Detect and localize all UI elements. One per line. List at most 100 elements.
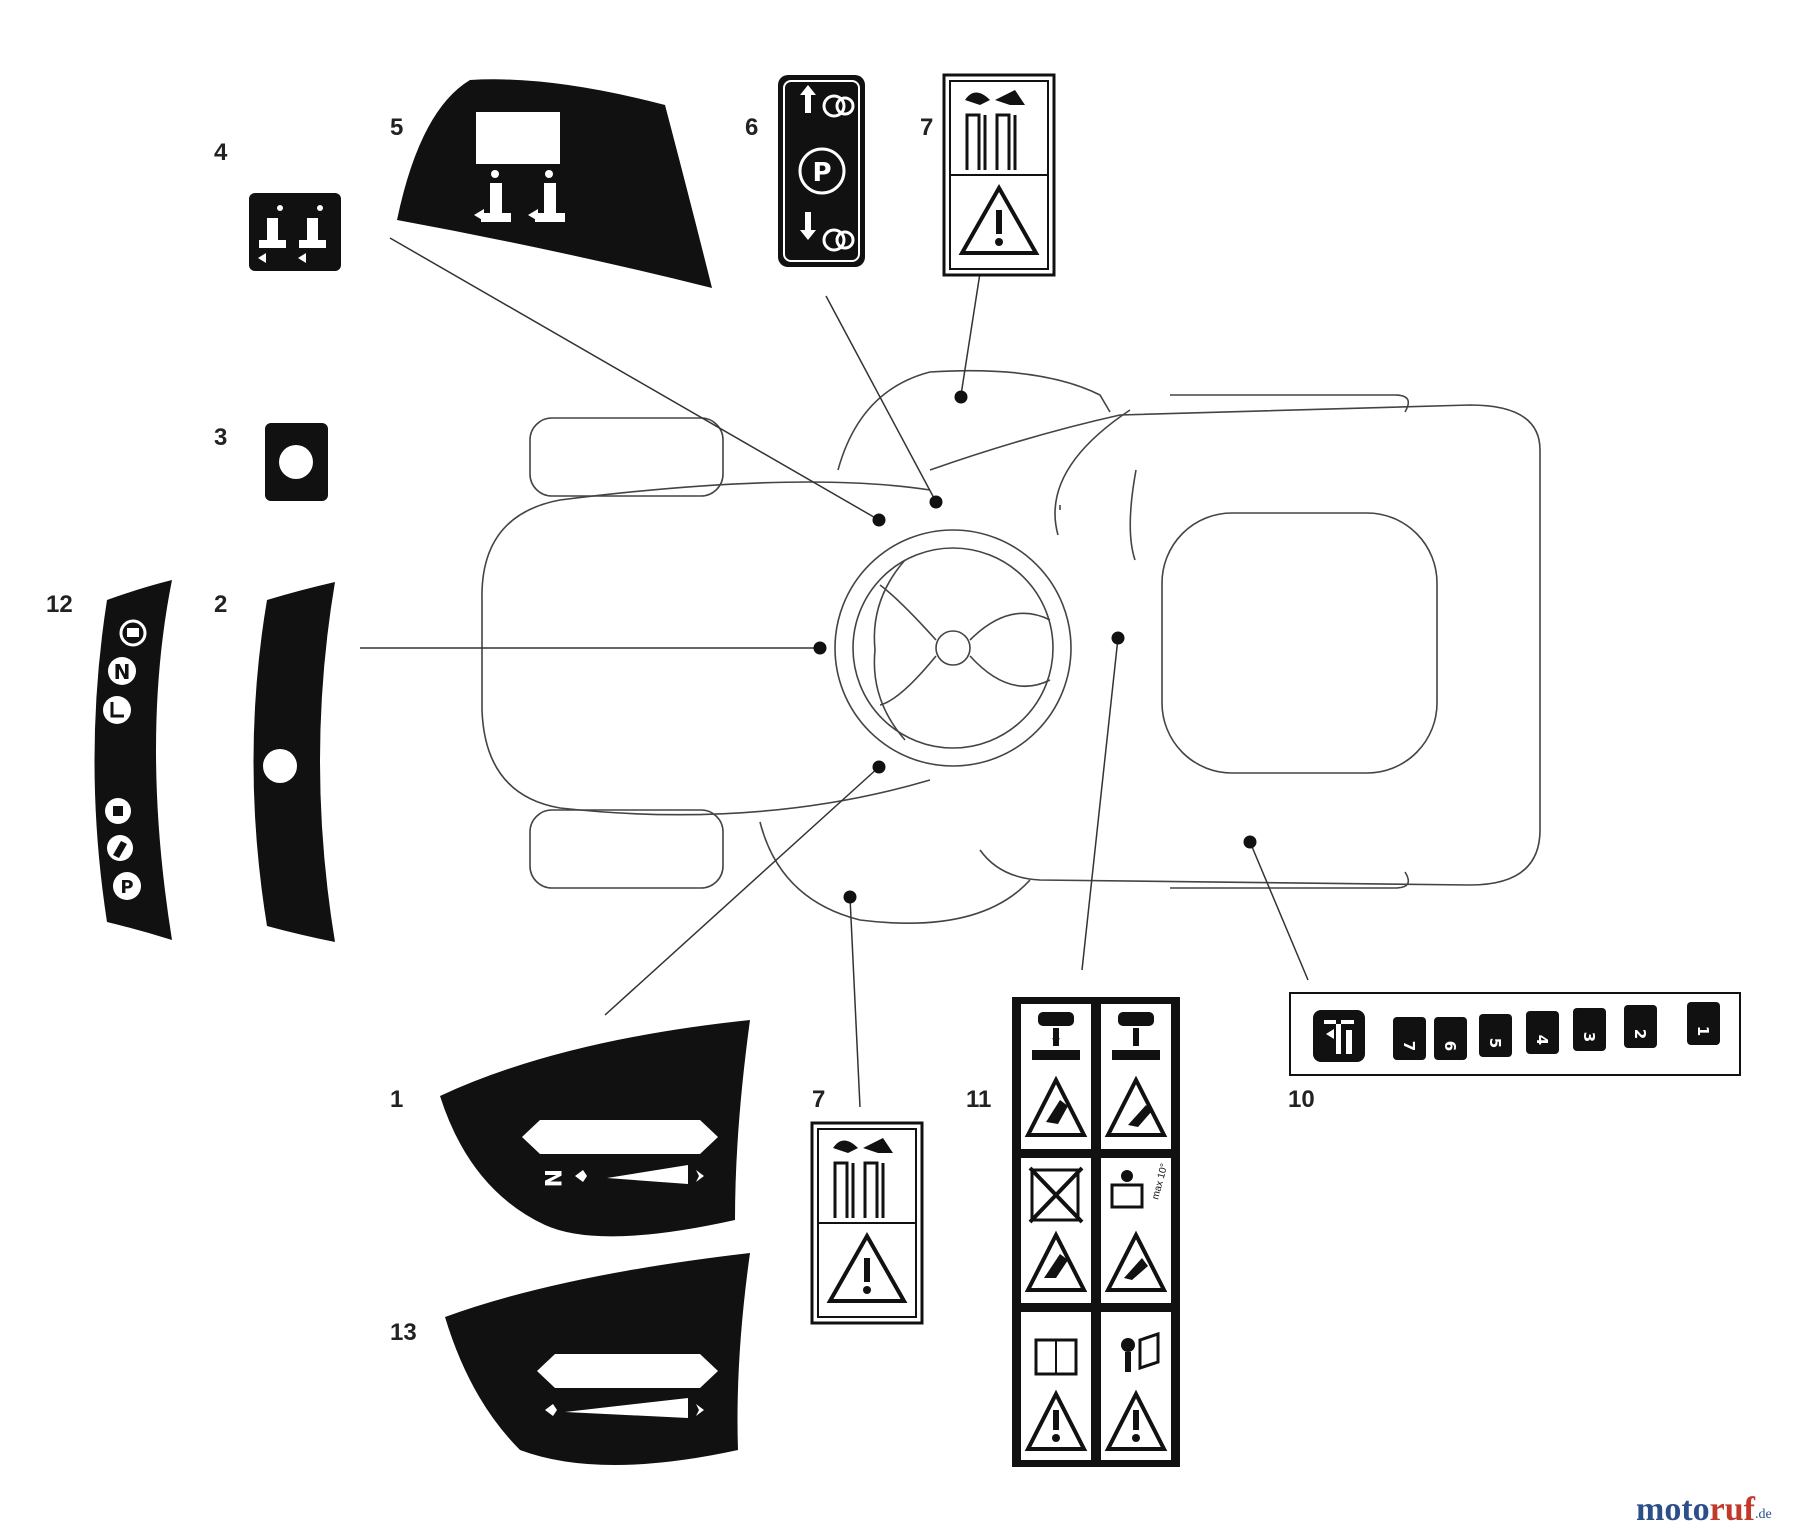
decal-12: N P <box>94 580 172 940</box>
fender-bottom <box>759 821 1031 925</box>
watermark-part-a: moto <box>1636 1491 1710 1528</box>
callout-10: 10 <box>1288 1086 1315 1113</box>
front-wheel-bottom <box>529 809 724 889</box>
neutral-icon: N <box>108 657 136 685</box>
steering-arc <box>873 559 906 741</box>
warning-triangle-icon-2 <box>826 1231 908 1303</box>
leader-lines <box>360 237 1309 1108</box>
leader-11 <box>1081 637 1119 971</box>
watermark-text: motoruf.de <box>1636 1491 1772 1528</box>
decal-7-bottom <box>810 1121 924 1325</box>
seat <box>1161 512 1438 774</box>
decal-4 <box>249 193 341 271</box>
manual-book-icon <box>1034 1338 1078 1376</box>
panel-row-1 <box>1021 1004 1171 1149</box>
parking-letter-12: P <box>120 877 133 898</box>
blade-hazard-triangle <box>1024 1075 1088 1137</box>
steering-wheel-inner <box>852 547 1054 749</box>
gear-number-boxes: 7 6 5 4 3 2 1 <box>1393 1002 1720 1060</box>
leader-1 <box>604 766 880 1016</box>
hand-hazard-triangle <box>1104 1075 1168 1137</box>
callout-numbers: 4 5 6 7 3 12 2 1 7 11 10 13 <box>46 114 1315 1346</box>
dot-1 <box>872 760 886 774</box>
gear-selector-icon <box>1313 1010 1365 1062</box>
read-manual-triangle <box>1024 1389 1088 1451</box>
callout-5: 5 <box>390 114 403 141</box>
throttle-lever-slot <box>522 1120 718 1154</box>
watermark: motoruf.de <box>1636 1491 1772 1528</box>
seat-icon <box>103 696 131 724</box>
runover-hazard-triangle <box>1024 1230 1088 1292</box>
decal-2-hole <box>263 749 297 783</box>
lever-up-icon <box>800 85 855 118</box>
mower-height-icon-large <box>474 170 565 222</box>
warning-triangle-icon <box>958 183 1040 255</box>
decal-11: max 10° <box>1012 997 1180 1467</box>
decal-3 <box>265 423 328 501</box>
dot-11 <box>1111 631 1125 645</box>
remove-key-icon <box>1121 1331 1160 1372</box>
parking-icon-12: P <box>113 872 141 900</box>
lift-lever-icon-2 <box>833 1138 893 1218</box>
gear-6-label: 6 <box>1441 1041 1459 1051</box>
gear-3-label: 3 <box>1580 1032 1598 1042</box>
steering-spokes <box>879 584 1051 706</box>
throttle-lever-slot-13 <box>537 1354 718 1388</box>
panel-row-2: max 10° <box>1021 1158 1171 1303</box>
callout-2: 2 <box>214 591 227 618</box>
hood <box>481 481 931 816</box>
dot-7-bottom <box>843 890 857 904</box>
lever-down-icon <box>800 212 855 252</box>
decal-10: 7 6 5 4 3 2 1 <box>1289 992 1741 1076</box>
parking-letter-6: P <box>812 158 831 188</box>
dot-6 <box>929 495 943 509</box>
callout-11: 11 <box>966 1086 991 1113</box>
leader-10 <box>1249 841 1309 981</box>
watermark-part-b: ruf <box>1710 1491 1756 1528</box>
gear-2-label: 2 <box>1631 1029 1649 1039</box>
choke-icon <box>119 619 147 647</box>
callout-7-bottom: 7 <box>812 1086 825 1113</box>
callout-3: 3 <box>214 424 227 451</box>
dot-10 <box>1243 835 1257 849</box>
decal-5-window <box>476 112 560 164</box>
front-wheel-top <box>529 417 724 497</box>
callout-6: 6 <box>745 114 758 141</box>
key-warning-triangle <box>1104 1389 1168 1451</box>
rear-body-inner <box>1054 409 1137 561</box>
brake-pedal-icon <box>107 835 133 861</box>
watermark-part-c: .de <box>1755 1507 1772 1522</box>
lift-lever-icon <box>965 90 1025 170</box>
leader-7-bottom <box>849 896 861 1108</box>
rear-wheel-bottom <box>1170 871 1410 889</box>
decal-5 <box>397 79 712 289</box>
decal-3-hole <box>279 445 313 479</box>
decal-1: N <box>440 1020 750 1237</box>
leader-6 <box>825 295 936 501</box>
gear-5-label: 5 <box>1486 1038 1504 1048</box>
leader-4-5 <box>389 237 880 521</box>
dot-2 <box>813 641 827 655</box>
callout-12: 12 <box>46 591 73 618</box>
location-dots <box>813 390 1257 904</box>
parking-brake-icon: P <box>798 147 846 195</box>
leader-7-top <box>960 272 981 396</box>
decal-2 <box>253 582 335 942</box>
rear-body <box>929 404 1541 886</box>
dot-4-5 <box>872 513 886 527</box>
tipover-hazard-triangle <box>1104 1230 1168 1292</box>
steering-hub <box>935 630 971 666</box>
throttle-scale: N <box>539 1165 704 1187</box>
callout-13: 13 <box>390 1319 417 1346</box>
neutral-letter-1: N <box>539 1169 564 1187</box>
gear-4-label: 4 <box>1533 1035 1551 1045</box>
decal-7-top <box>942 73 1056 277</box>
callout-4: 4 <box>214 139 228 166</box>
tractor-outline <box>481 369 1541 925</box>
blade-engage-icon <box>105 798 131 824</box>
steering-wheel-outer <box>834 529 1072 767</box>
callout-1: 1 <box>390 1086 403 1113</box>
neutral-letter-12: N <box>114 660 131 684</box>
fender-top <box>837 369 1111 471</box>
